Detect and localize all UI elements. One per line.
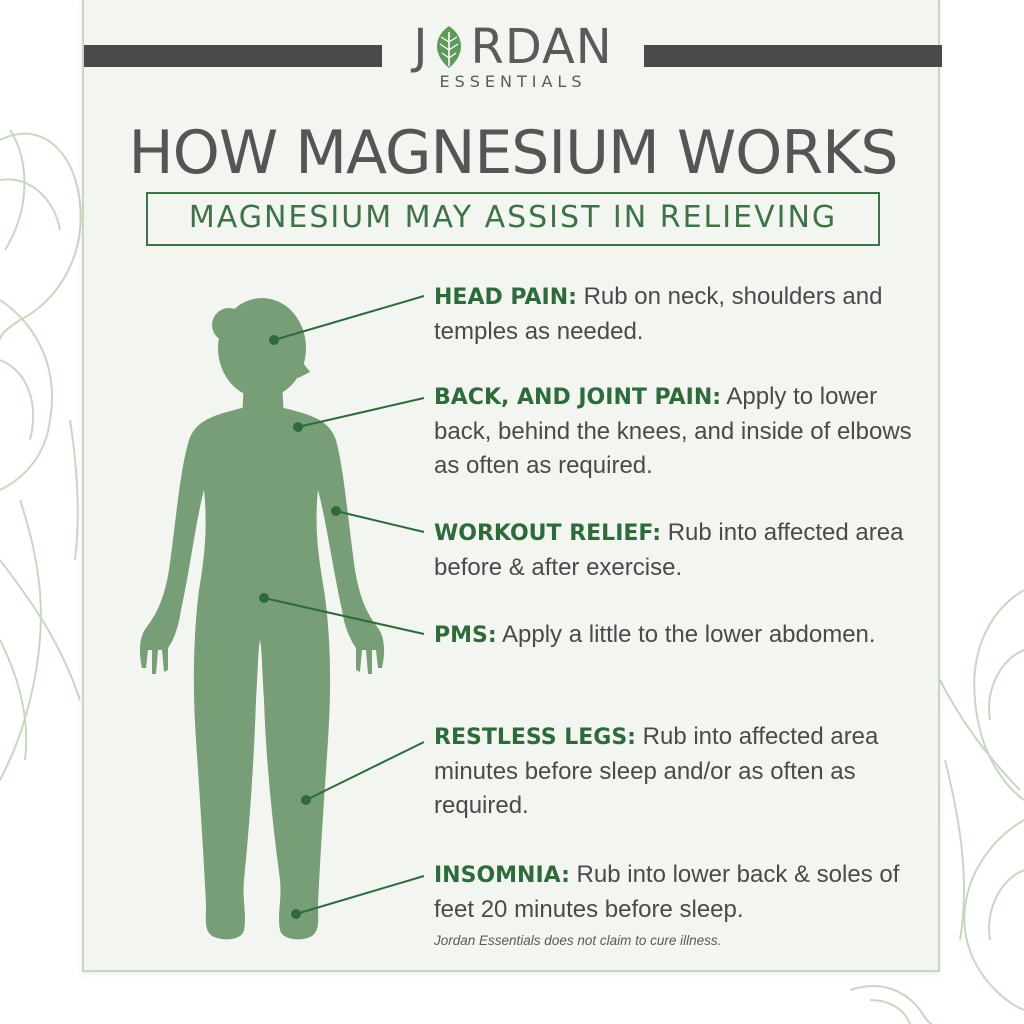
benefit-restless-legs-title: RESTLESS LEGS:: [434, 725, 636, 750]
benefit-back-joint-pain-title: BACK, AND JOINT PAIN:: [434, 385, 722, 410]
benefit-back-joint-pain: BACK, AND JOINT PAIN: Apply to lower bac…: [434, 380, 924, 483]
header-bar-right: [644, 45, 942, 67]
benefit-insomnia-title: INSOMNIA:: [434, 863, 570, 888]
benefit-workout-relief: WORKOUT RELIEF: Rub into affected area b…: [434, 516, 924, 585]
benefit-insomnia: INSOMNIA: Rub into lower back & soles of…: [434, 858, 924, 927]
benefit-pms-text: Apply a little to the lower abdomen.: [496, 621, 876, 648]
disclaimer-text: Jordan Essentials does not claim to cure…: [434, 933, 722, 948]
header-bar-left: [84, 45, 382, 67]
page-title: HOW MAGNESIUM WORKS: [128, 118, 899, 188]
benefit-workout-relief-title: WORKOUT RELIEF:: [434, 521, 662, 546]
benefit-head-pain-text: Rub on neck, shoulders and temples as ne…: [434, 283, 883, 345]
benefit-head-pain-title: HEAD PAIN:: [434, 285, 577, 310]
benefit-workout-relief-text: Rub into affected area before & after ex…: [434, 519, 904, 581]
brand-logo: J RDAN ESSENTIALS: [384, 20, 642, 100]
benefit-insomnia-text: Rub into lower back & soles of feet 20 m…: [434, 861, 900, 923]
benefit-pms: PMS: Apply a little to the lower abdomen…: [434, 618, 924, 653]
pointer-lines: [259, 295, 425, 919]
leaf-icon: [437, 26, 462, 68]
benefit-pms-title: PMS:: [434, 623, 497, 648]
logo-letter-j: J: [413, 19, 429, 75]
benefit-head-pain: HEAD PAIN: Rub on neck, shoulders and te…: [434, 280, 924, 349]
logo-letters-rdan: RDAN: [470, 19, 613, 75]
infographic-card: J RDAN ESSENTIALS HOW MAGNESIUM WORKS MA…: [82, 0, 942, 972]
logo-subtitle: ESSENTIALS: [439, 72, 587, 91]
benefit-restless-legs-text: Rub into affected area minutes before sl…: [434, 723, 879, 819]
benefit-restless-legs: RESTLESS LEGS: Rub into affected area mi…: [434, 720, 924, 823]
subtitle-banner: MAGNESIUM MAY ASSIST IN RELIEVING: [146, 192, 880, 246]
benefit-back-joint-pain-text: Apply to lower back, behind the knees, a…: [434, 383, 912, 479]
body-silhouette-figure: [139, 295, 425, 940]
body-silhouette: [139, 298, 385, 940]
